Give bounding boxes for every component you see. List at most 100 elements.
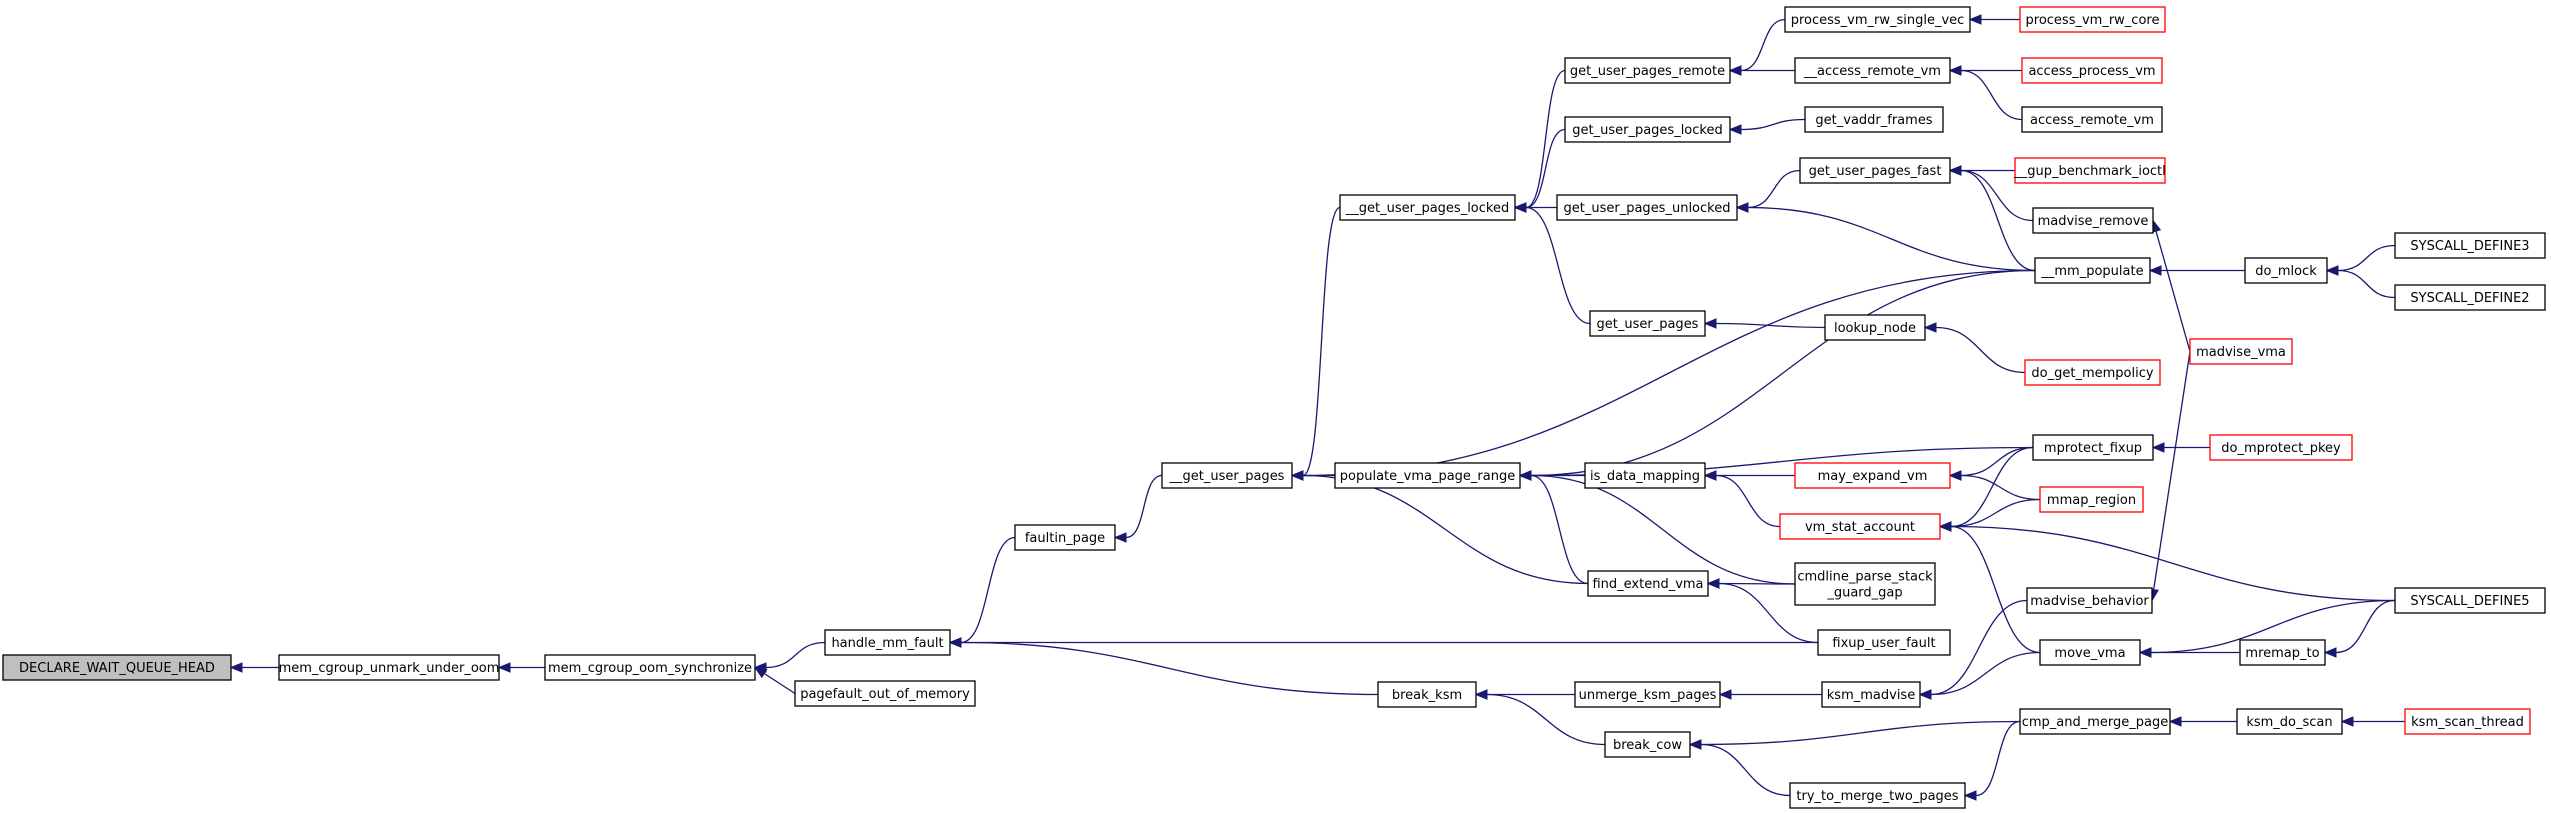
- node-pagefault-oom[interactable]: pagefault_out_of_memory: [794, 680, 976, 707]
- node-mprotect-fixup[interactable]: mprotect_fixup: [2032, 434, 2154, 461]
- node-do-get-mempolicy[interactable]: do_get_mempolicy: [2024, 359, 2161, 386]
- edge-line: [1960, 474, 2041, 501]
- node-label: mprotect_fixup: [2044, 441, 2142, 456]
- edge-break_cow-to-break_ksm: [1474, 689, 1606, 746]
- node-label: DECLARE_WAIT_QUEUE_HEAD: [19, 661, 215, 676]
- node-gup-unlocked[interactable]: get_user_pages_unlocked: [1556, 194, 1738, 221]
- node-memcg-sync[interactable]: mem_cgroup_oom_synchronize: [544, 654, 756, 681]
- edge-line: [2335, 599, 2396, 654]
- node-ksm-madvise[interactable]: ksm_madvise: [1821, 681, 1921, 708]
- arrowhead-icon: [1728, 65, 1742, 76]
- node-find-extend-vma[interactable]: find_extend_vma: [1587, 570, 1709, 597]
- node-access-process-vm[interactable]: access_process_vm: [2021, 57, 2163, 84]
- edge-cmp_and_merge_page-to-break_cow: [1688, 720, 2021, 750]
- arrowhead-icon: [1728, 124, 1742, 135]
- edge-gup-to-get_user_pages_locked_uu: [1513, 202, 1591, 325]
- edge-memcg_sync-to-memcg_unmark: [497, 662, 545, 673]
- node-label: access_process_vm: [2028, 64, 2155, 79]
- node-label: do_mlock: [2255, 264, 2317, 279]
- node-label: ksm_madvise: [1827, 688, 1915, 703]
- node-label: get_user_pages_unlocked: [1564, 201, 1731, 216]
- arrowhead-icon: [2151, 442, 2165, 453]
- edge-line: [1740, 118, 1806, 131]
- edge-line: [960, 641, 1379, 696]
- node-break-ksm[interactable]: break_ksm: [1377, 681, 1477, 708]
- node-get-user-pages-uu[interactable]: __get_user_pages: [1161, 462, 1293, 489]
- edge-line: [1530, 474, 1796, 585]
- node-syscall-define2[interactable]: SYSCALL_DEFINE2: [2394, 284, 2546, 311]
- node-unmerge-ksm-pages[interactable]: unmerge_ksm_pages: [1574, 681, 1721, 708]
- node-label: process_vm_rw_single_vec: [1791, 13, 1965, 28]
- node-box: [2189, 338, 2293, 365]
- arrowhead-icon: [229, 662, 243, 673]
- node-process-vm-rw-core[interactable]: process_vm_rw_core: [2019, 6, 2166, 33]
- edge-line: [1960, 69, 2023, 121]
- node-mmap-region[interactable]: mmap_region: [2039, 486, 2144, 513]
- node-try-to-merge[interactable]: try_to_merge_two_pages: [1789, 782, 1966, 809]
- node-box: [2034, 257, 2151, 284]
- node-lookup-node[interactable]: lookup_node: [1824, 314, 1926, 341]
- node-handle-mm-fault[interactable]: handle_mm_fault: [824, 629, 951, 656]
- node-madvise-remove[interactable]: madvise_remove: [2032, 207, 2154, 234]
- node-ksm-do-scan[interactable]: ksm_do_scan: [2236, 708, 2343, 735]
- node-box: [2039, 486, 2144, 513]
- node-label: mem_cgroup_unmark_under_oom: [279, 661, 500, 676]
- node-label: madvise_behavior: [2030, 594, 2149, 609]
- node-faultin-page[interactable]: faultin_page: [1014, 524, 1116, 551]
- edge-mm_populate-to-gup_fast: [1948, 165, 2036, 272]
- node-populate-vma-page-range[interactable]: populate_vma_page_range: [1334, 462, 1521, 489]
- node-break-cow[interactable]: break_cow: [1604, 731, 1691, 758]
- node-may-expand-vm[interactable]: may_expand_vm: [1794, 462, 1951, 489]
- node-ksm-scan-thread[interactable]: ksm_scan_thread: [2404, 708, 2531, 735]
- node-syscall-define5[interactable]: SYSCALL_DEFINE5: [2394, 587, 2546, 614]
- node-gup-remote[interactable]: get_user_pages_remote: [1564, 57, 1731, 84]
- node-access-remote-vm-uu[interactable]: __access_remote_vm: [1794, 57, 1951, 84]
- node-label: faultin_page: [1025, 531, 1105, 546]
- node-memcg-unmark[interactable]: mem_cgroup_unmark_under_oom: [278, 654, 500, 681]
- node-gup-fast[interactable]: get_user_pages_fast: [1799, 157, 1951, 184]
- node-box: [1584, 462, 1706, 489]
- node-label: __access_remote_vm: [1803, 64, 1941, 79]
- node-cmp-and-merge-page[interactable]: cmp_and_merge_page: [2019, 708, 2171, 735]
- node-box: [2394, 587, 2546, 614]
- node-do-mlock[interactable]: do_mlock: [2244, 257, 2328, 284]
- node-box: [2014, 157, 2166, 184]
- node-label: SYSCALL_DEFINE5: [2410, 594, 2529, 609]
- edge-line: [1960, 169, 2036, 272]
- node-access-remote-vm[interactable]: access_remote_vm: [2021, 106, 2163, 133]
- node-box: [1334, 462, 1521, 489]
- node-gup[interactable]: get_user_pages: [1589, 310, 1706, 337]
- node-mm-populate[interactable]: __mm_populate: [2034, 257, 2151, 284]
- node-move-vma[interactable]: move_vma: [2039, 639, 2141, 666]
- edge-fixup_user_fault-to-handle_mm_fault: [948, 637, 1818, 648]
- node-process-vm-rw-single-vec[interactable]: process_vm_rw_single_vec: [1784, 6, 1971, 33]
- node-do-mprotect-pkey[interactable]: do_mprotect_pkey: [2209, 434, 2353, 461]
- arrowhead-icon: [1113, 532, 1127, 543]
- node-fixup-user-fault[interactable]: fixup_user_fault: [1817, 629, 1951, 656]
- node-madvise-vma[interactable]: madvise_vma: [2189, 338, 2293, 365]
- node-mremap-to[interactable]: mremap_to: [2239, 639, 2326, 666]
- node-vm-stat-account[interactable]: vm_stat_account: [1779, 513, 1941, 540]
- edge-line: [763, 672, 796, 695]
- node-box: [1804, 106, 1944, 133]
- arrowhead-icon: [1948, 165, 1962, 176]
- node-syscall-define3[interactable]: SYSCALL_DEFINE3: [2394, 232, 2546, 259]
- edge-line: [1302, 206, 1341, 477]
- node-declare[interactable]: DECLARE_WAIT_QUEUE_HEAD: [2, 654, 232, 681]
- node-get-vaddr-frames[interactable]: get_vaddr_frames: [1804, 106, 1944, 133]
- node-box: [1779, 513, 1941, 540]
- node-get-user-pages-locked-uu[interactable]: __get_user_pages_locked: [1339, 194, 1516, 221]
- edge-ksm_do_scan-to-cmp_and_merge_page: [2168, 716, 2238, 727]
- node-label: find_extend_vma: [1592, 577, 1703, 592]
- edge-line: [960, 536, 1016, 644]
- arrowhead-icon: [1703, 318, 1717, 329]
- node-cmdline-parse[interactable]: cmdline_parse_stack_guard_gap: [1794, 562, 1936, 606]
- node-gup-benchmark-ioctl[interactable]: __gup_benchmark_ioctl: [2013, 157, 2166, 184]
- node-box: [1556, 194, 1738, 221]
- node-madvise-behavior[interactable]: madvise_behavior: [2026, 587, 2153, 614]
- node-gup-locked[interactable]: get_user_pages_locked: [1564, 116, 1731, 143]
- node-box: [1564, 57, 1731, 84]
- node-is-data-mapping[interactable]: is_data_mapping: [1584, 462, 1706, 489]
- node-box: [1564, 116, 1731, 143]
